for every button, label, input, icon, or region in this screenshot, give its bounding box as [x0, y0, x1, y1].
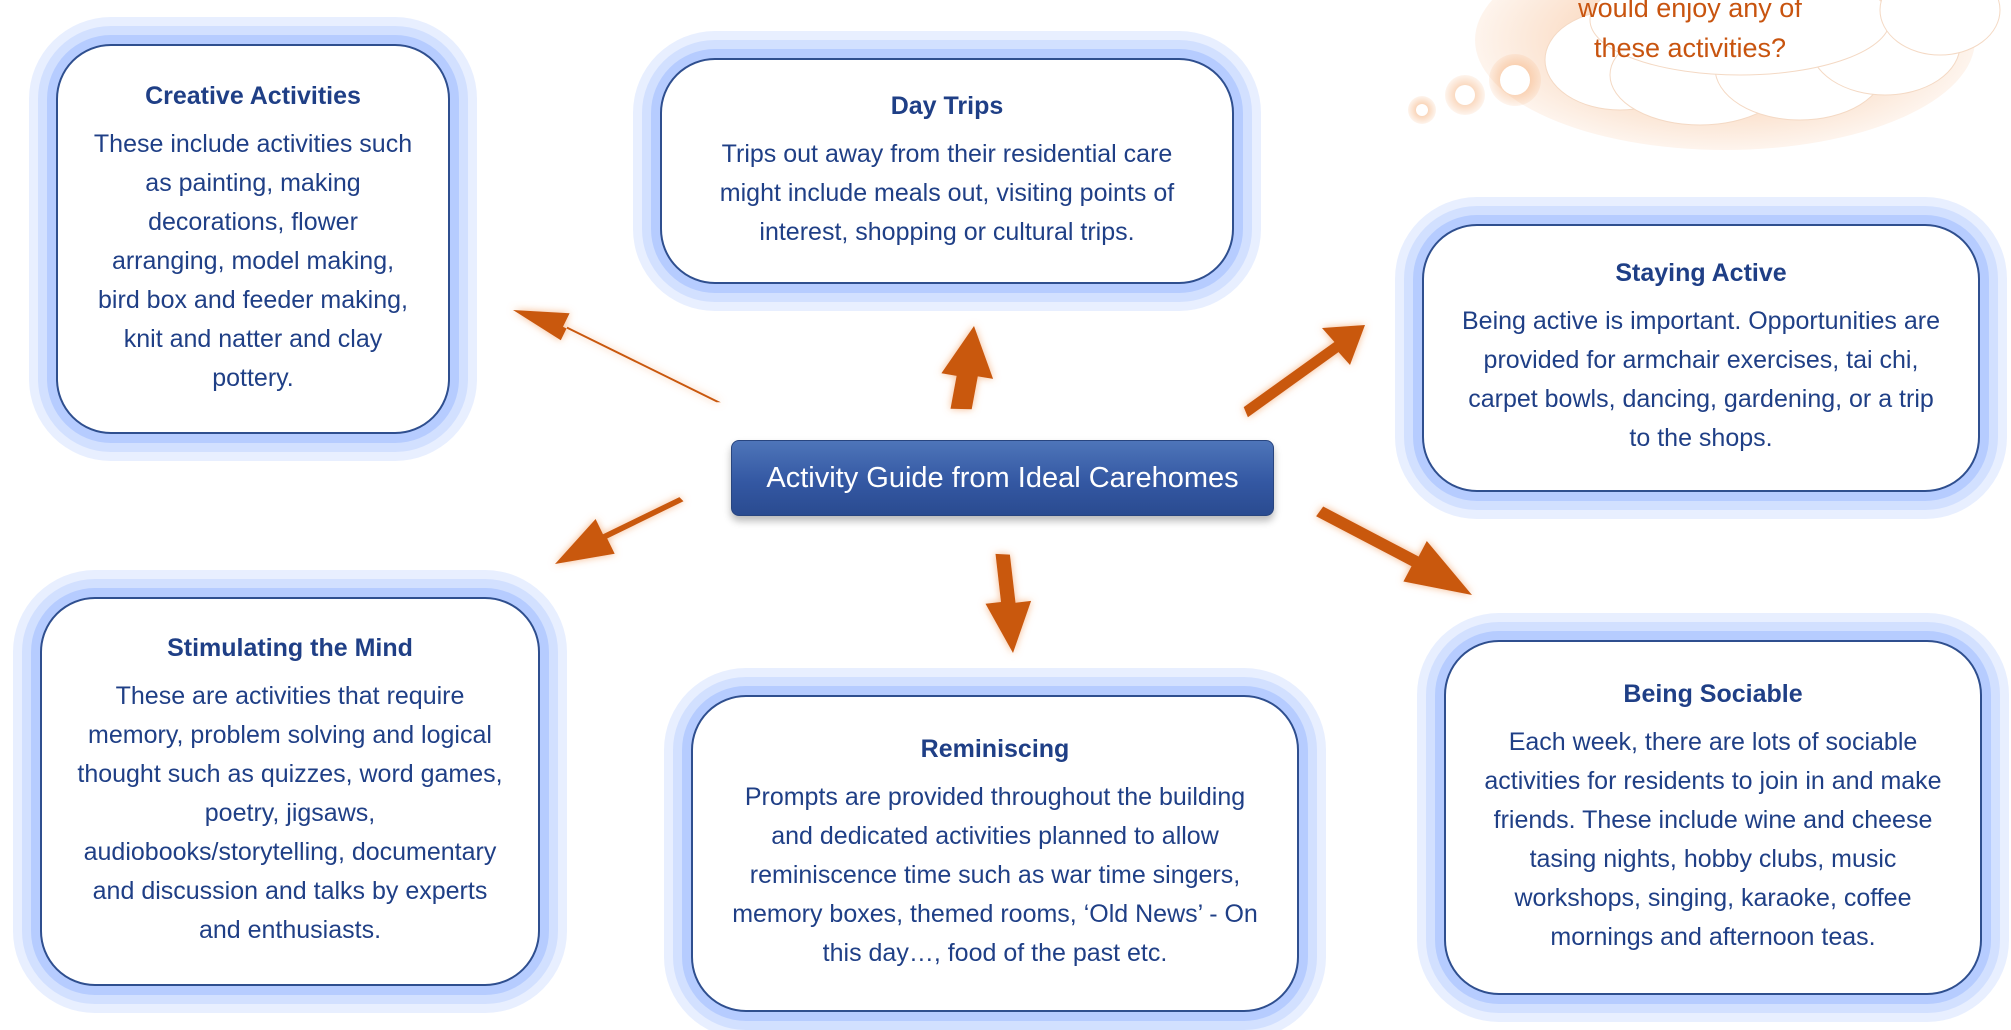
arrow-to-creative: [513, 310, 721, 403]
thought-cloud: [1408, 0, 2001, 150]
card-body: Prompts are provided throughout the buil…: [732, 783, 1258, 967]
card-reminiscing: Reminiscing Prompts are provided through…: [691, 695, 1299, 1012]
arrow-to-day-trips: [941, 326, 994, 410]
cloud-shape: [1544, 0, 2001, 126]
card-day-trips: Day Trips Trips out away from their resi…: [660, 58, 1234, 284]
card-being-sociable: Being Sociable Each week, there are lots…: [1444, 640, 1982, 995]
card-title: Creative Activities: [145, 81, 361, 110]
card-title: Stimulating the Mind: [167, 634, 413, 662]
card-title: Reminiscing: [920, 735, 1070, 763]
arrow-to-staying-active: [1243, 325, 1365, 418]
card-body: Trips out away from their residential ca…: [719, 139, 1175, 246]
card-body: These are activities that require memory…: [77, 682, 503, 944]
thought-bubbles: [1416, 65, 1530, 116]
card-body: Being active is important. Opportunities…: [1461, 307, 1940, 452]
card-stimulating-the-mind: Stimulating the Mind These are activitie…: [40, 597, 540, 986]
thought-line-1: would enjoy any of: [1578, 0, 1802, 23]
center-title: Activity Guide from Ideal Carehomes: [766, 461, 1239, 494]
center-title-box: Activity Guide from Ideal Carehomes: [731, 440, 1274, 516]
card-body: These include activities such as paintin…: [93, 129, 413, 392]
card-staying-active: Staying Active Being active is important…: [1422, 224, 1980, 492]
card-title: Being Sociable: [1623, 679, 1803, 708]
card-creative-activities: Creative Activities These include activi…: [56, 44, 450, 434]
card-body: Each week, there are lots of sociable ac…: [1484, 727, 1942, 951]
thought-line-2: these activities?: [1593, 33, 1787, 63]
arrow-to-stimulating: [555, 497, 684, 564]
arrow-to-sociable: [1316, 506, 1472, 595]
arrow-to-reminiscing: [985, 553, 1032, 653]
thought-text: would enjoy any of these activities?: [1540, 0, 1840, 68]
card-title: Day Trips: [890, 91, 1004, 120]
card-title: Staying Active: [1615, 259, 1787, 287]
